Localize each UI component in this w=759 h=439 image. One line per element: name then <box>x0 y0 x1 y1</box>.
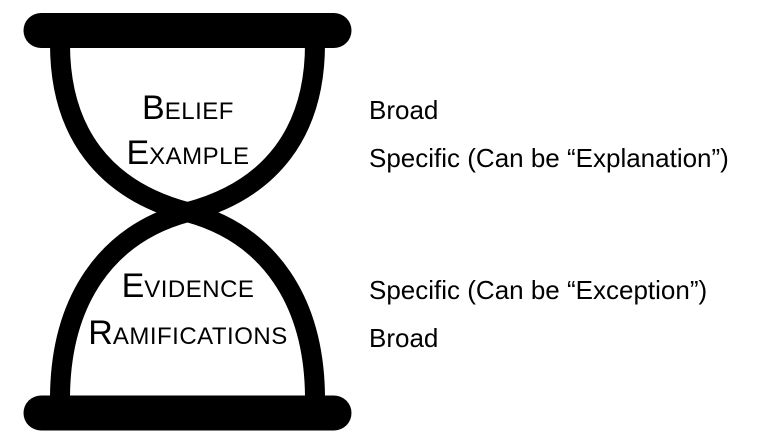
label-belief-initial: B <box>142 89 165 127</box>
label-evidence-rest: VIDENCE <box>144 276 255 303</box>
hourglass-label-evidence: EVIDENCE <box>40 267 336 306</box>
hourglass-label-example: EXAMPLE <box>40 134 336 173</box>
label-belief-rest: ELIEF <box>164 98 234 125</box>
hourglass-label-ramifications: RAMIFICATIONS <box>40 314 336 353</box>
annotation-specific-explanation: Specific (Can be “Explanation”) <box>369 143 729 173</box>
label-ramifications-initial: R <box>88 314 113 352</box>
annotation-broad-bottom: Broad <box>369 323 439 353</box>
label-evidence-initial: E <box>121 267 145 305</box>
annotation-specific-exception: Specific (Can be “Exception”) <box>369 275 708 305</box>
label-example-rest: XAMPLE <box>149 143 250 170</box>
hourglass-label-belief: BELIEF <box>40 89 336 128</box>
annotation-broad-top: Broad <box>369 95 439 125</box>
label-ramifications-rest: AMIFICATIONS <box>112 323 288 350</box>
label-example-initial: E <box>126 134 150 172</box>
hourglass-curve-right-to-left <box>50 43 325 397</box>
